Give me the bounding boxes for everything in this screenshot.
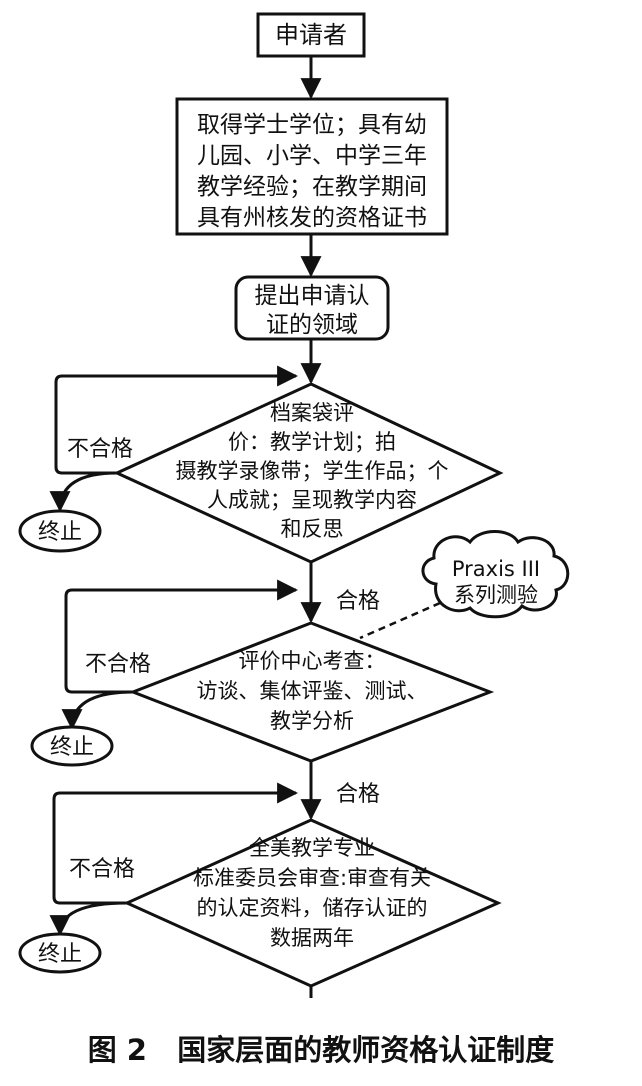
requirements-line-2: 儿园、小学、中学三年 [197, 143, 427, 169]
fail-1-label-bg [62, 432, 140, 460]
praxis-cloud-line-2: 系列测验 [454, 583, 538, 607]
fail-label-1: 不合格 [67, 437, 133, 462]
decision-portfolio-line-3: 摄教学录像带；学生作品；个 [176, 459, 449, 483]
apply-line-2: 证的领域 [266, 312, 358, 338]
end-node-1 [18, 509, 102, 553]
decision-assessment-line-2: 访谈、集体评鉴、测试、 [197, 679, 428, 703]
fail-label-3: 不合格 [69, 857, 135, 882]
loop-fail-2 [64, 579, 299, 694]
fail-2-label-bg [80, 648, 158, 676]
start-node-label: 申请者 [275, 21, 347, 49]
end-node-1-label: 终止 [38, 520, 82, 545]
loop-fail-3 [52, 782, 299, 905]
cloud-connector [359, 601, 441, 640]
requirements-box [175, 97, 449, 236]
praxis-cloud-line-1: Praxis III [452, 557, 540, 581]
arrow-fail-1-to-end [49, 471, 118, 513]
decision-assessment-line-3: 教学分析 [270, 709, 354, 733]
decision-portfolio-line-1: 档案袋评 [270, 401, 354, 425]
arrow-fail-3-to-end [49, 901, 128, 937]
decision-portfolio-line-2: 价：教学计划；拍 [228, 430, 396, 454]
apply-line-1: 提出申请认 [255, 283, 370, 309]
decision-board-line-3: 的认定资料，储存认证的 [197, 896, 428, 920]
decision-portfolio-line-5: 和反思 [281, 517, 344, 541]
requirements-line-1: 取得学士学位；具有幼 [197, 112, 427, 138]
pass-label-1: 合格 [336, 589, 380, 614]
decision-board-line-2: 标准委员会审查:审查有关 [193, 866, 431, 890]
figure-caption: 图 2 国家层面的教师资格认证制度 [88, 1033, 555, 1067]
end-node-2 [30, 725, 114, 767]
fail-label-2: 不合格 [85, 652, 151, 677]
decision-board-line-4: 数据两年 [270, 926, 354, 950]
decision-board-line-1: 全美教学专业 [249, 836, 375, 860]
decision-assessment-line-1: 评价中心考查： [239, 649, 386, 673]
pass-label-2: 合格 [336, 782, 380, 807]
fail-3-label-bg [64, 853, 142, 881]
end-node-2-label: 终止 [50, 735, 94, 760]
end-node-3 [18, 932, 102, 974]
arrow-fail-2-to-end [61, 690, 134, 731]
end-node-3-label: 终止 [38, 942, 82, 967]
requirements-line-4: 具有州核发的资格证书 [197, 205, 427, 231]
praxis-cloud [421, 530, 570, 619]
loop-fail-1 [54, 365, 299, 475]
requirements-line-3: 教学经验；在教学期间 [197, 174, 427, 200]
decision-portfolio-line-4: 人成就；呈现教学内容 [207, 488, 417, 512]
